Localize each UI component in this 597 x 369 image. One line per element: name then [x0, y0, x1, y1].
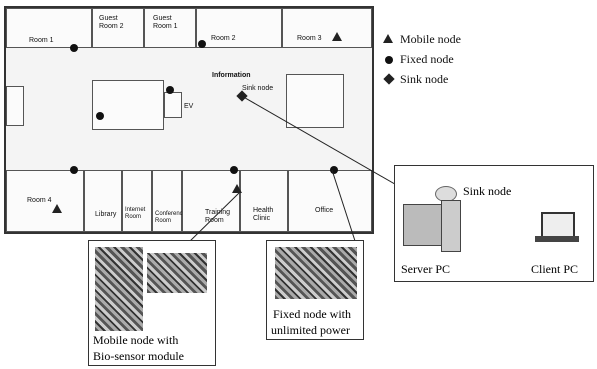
- office-callout-line: [332, 170, 356, 244]
- training-callout-line: [186, 192, 240, 245]
- mobile-node-callout: Mobile node with Bio-sensor module: [88, 240, 216, 366]
- server-tower-icon: [441, 200, 461, 252]
- laptop-base-icon: [535, 236, 579, 242]
- client-pc-label: Client PC: [531, 262, 578, 277]
- bio-sensor-photo-2: [147, 253, 207, 293]
- network-box: Sink node Server PC Client PC: [394, 165, 594, 282]
- fixed-node-photo: [275, 247, 357, 299]
- laptop-screen-icon: [541, 212, 575, 238]
- server-monitor-icon: [403, 204, 443, 246]
- mobile-callout-line1: Mobile node with: [93, 333, 178, 348]
- fixed-callout-line1: Fixed node with: [273, 307, 351, 322]
- fixed-callout-line2: unlimited power: [271, 323, 350, 338]
- mobile-callout-line2: Bio-sensor module: [93, 349, 184, 364]
- network-sink-node-label: Sink node: [463, 184, 511, 199]
- bio-sensor-photo-1: [95, 247, 143, 331]
- fixed-node-callout: Fixed node with unlimited power: [266, 240, 364, 340]
- server-pc-label: Server PC: [401, 262, 450, 277]
